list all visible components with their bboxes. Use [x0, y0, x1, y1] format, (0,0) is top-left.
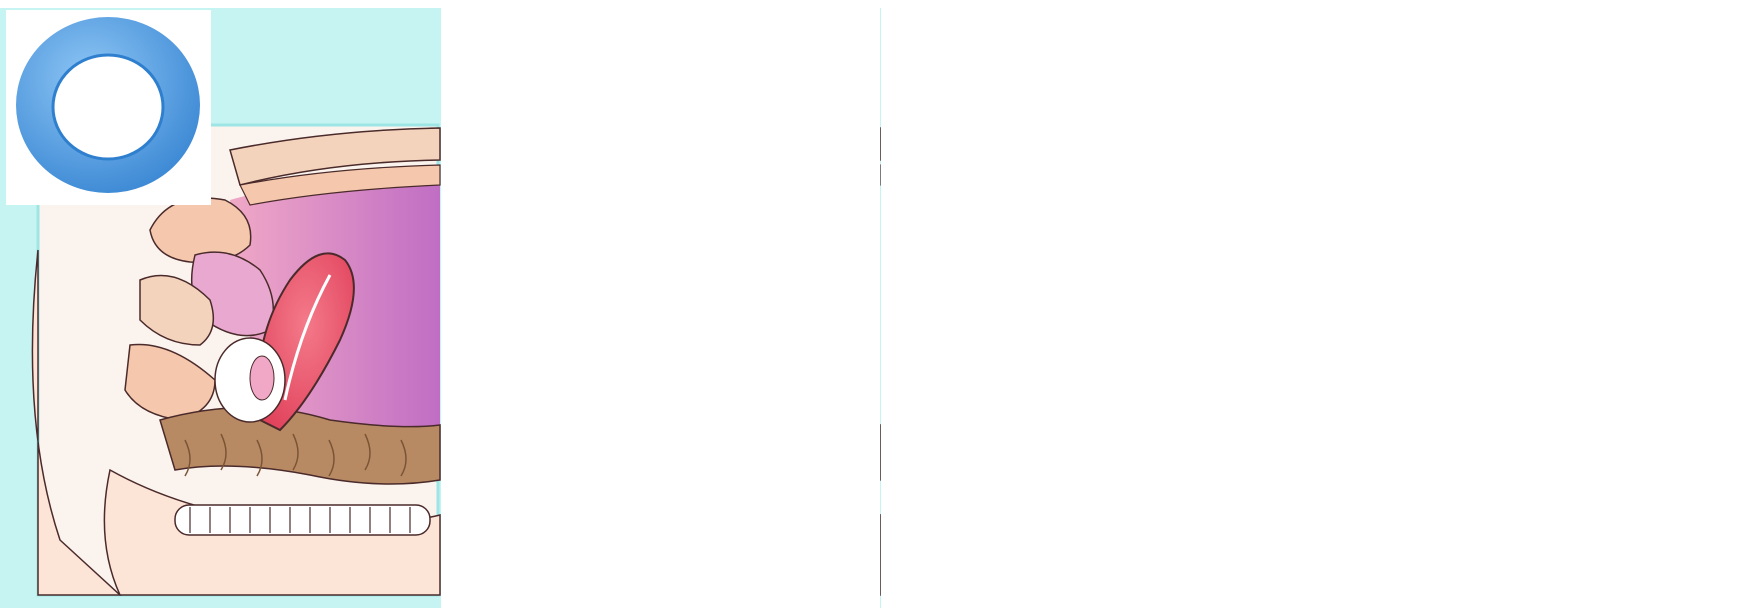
uterus [698, 253, 794, 430]
spine-band-inner [680, 165, 880, 205]
lower-pelvis [1424, 470, 1760, 595]
spine-band [670, 128, 880, 185]
spine-band [1550, 128, 1760, 185]
ring-pessary-icon [16, 17, 200, 193]
vulva [1020, 276, 1093, 346]
bowel-fold [769, 440, 774, 476]
anatomy-frame [1358, 125, 1758, 595]
uterus [1610, 329, 1750, 390]
panel-ring [0, 8, 441, 608]
bowel [1480, 408, 1760, 485]
lower-pelvis [984, 470, 1320, 595]
bladder [1512, 252, 1594, 335]
spine-band [1110, 128, 1320, 185]
bladder [1072, 252, 1154, 335]
bowel-fold [1065, 440, 1070, 476]
gellhorn-hole [975, 135, 985, 145]
spine-band-inner [1560, 165, 1760, 205]
bowel [600, 408, 880, 485]
hodge-loop [465, 43, 635, 166]
cube-face-top [1390, 40, 1480, 125]
panel-background [880, 8, 1321, 608]
bowel-fold [1245, 434, 1250, 470]
skin-outline [912, 250, 1000, 595]
skin-outline [1352, 250, 1440, 595]
bowel-fold [1137, 440, 1142, 476]
device-inset [1326, 10, 1531, 205]
bowel-fold [1649, 440, 1654, 476]
bowel-fold [841, 440, 846, 476]
uterine-cavity [725, 275, 770, 400]
gellhorn-pessary-icon [895, 22, 1065, 190]
gellhorn-cup [925, 112, 1035, 168]
device-inset [886, 10, 1091, 205]
ring-hole [53, 55, 163, 159]
perineum [565, 344, 655, 420]
bowel-fold [805, 434, 810, 470]
bowel-fold [1209, 440, 1214, 476]
lower-pelvis [544, 470, 880, 595]
anatomy-frame [918, 125, 1318, 595]
placed-ring-hole [250, 356, 274, 400]
bowel-fold [1721, 440, 1726, 476]
pubic-bone [1470, 198, 1571, 262]
placed-cube-top [1500, 370, 1560, 410]
gellhorn-stem [958, 55, 1002, 125]
placed-cube-side [1498, 380, 1520, 440]
bowel-fold [1173, 434, 1178, 470]
cube-body [1340, 40, 1515, 200]
bowel-fold [1101, 434, 1106, 470]
cube-pessary-icon [1340, 40, 1530, 200]
placed-hodge-pessary [605, 334, 693, 450]
skin-outline [472, 250, 560, 595]
perineum [1445, 344, 1535, 420]
bowel-fold [733, 434, 738, 470]
bladder [632, 252, 714, 335]
pubic-bone [590, 198, 691, 262]
coccyx-row [1055, 505, 1310, 535]
panel-background [1320, 8, 1761, 608]
placed-gellhorn-pessary [1030, 345, 1110, 405]
vulva [580, 276, 653, 346]
abdominal-cavity [1110, 175, 1320, 470]
bowel-fold [697, 440, 702, 476]
hodge-pessary-icon [465, 43, 635, 166]
device-inset [446, 10, 651, 205]
gellhorn-disc [895, 100, 1065, 190]
bowel-fold [625, 440, 630, 476]
uterus [1170, 329, 1310, 390]
gellhorn-knob [942, 22, 994, 64]
bowel-fold [1685, 434, 1690, 470]
spine-band-inner [1120, 165, 1320, 205]
abdominal-cavity [1550, 175, 1760, 470]
bowel-fold [1577, 440, 1582, 476]
coccyx-row [175, 505, 430, 535]
panel-cube [1320, 8, 1761, 608]
perineum [1005, 344, 1095, 420]
anatomy-frame [478, 125, 878, 595]
placed-cube-front [1520, 395, 1560, 440]
bowel-fold [661, 434, 666, 470]
uterine-cavity [1630, 348, 1740, 370]
abdominal-cavity [670, 175, 880, 470]
bowel-fold [1541, 434, 1546, 470]
cube-face-side [1340, 120, 1405, 200]
coccyx-row [615, 505, 870, 535]
coccyx-row [1495, 505, 1750, 535]
cube-string [1515, 60, 1530, 100]
panel-hodge [440, 8, 881, 608]
panel-background [440, 8, 881, 608]
bowel-fold [1281, 440, 1286, 476]
bowel-fold [1505, 440, 1510, 476]
uterine-cavity [1190, 348, 1300, 370]
vulva [1460, 276, 1533, 346]
panel-gellhorn [880, 8, 1321, 608]
bowel-fold [1613, 434, 1618, 470]
placed-hodge-tip [600, 328, 616, 344]
bowel [1040, 408, 1320, 485]
pubic-bone [1030, 198, 1131, 262]
